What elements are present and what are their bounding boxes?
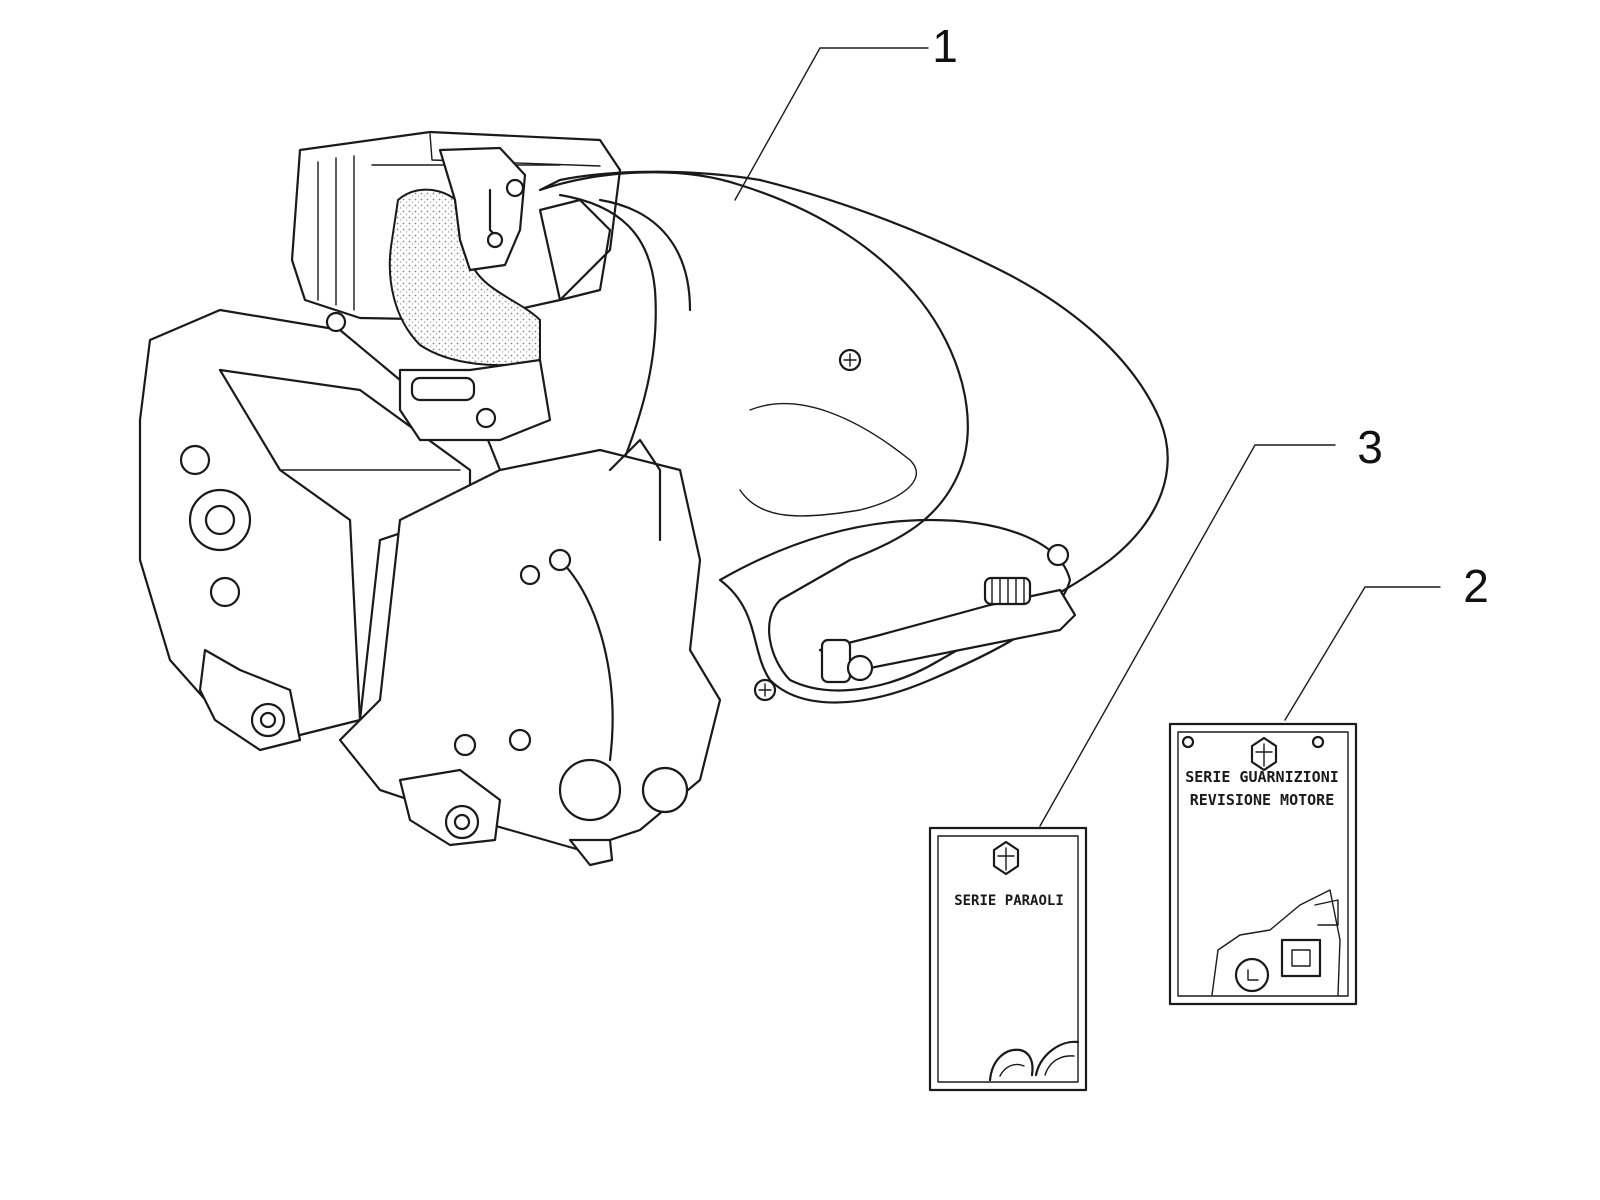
leader-line-2 bbox=[1284, 586, 1441, 721]
gasket-kit-title-line2: REVISIONE MOTORE bbox=[1190, 791, 1335, 809]
engine-assembly-drawing bbox=[138, 130, 1169, 867]
piaggio-logo-icon bbox=[992, 840, 1020, 876]
gasket-kit-card: SERIE GUARNIZIONI REVISIONE MOTORE bbox=[1168, 722, 1358, 1006]
leader-line-1 bbox=[734, 47, 929, 201]
oil-seal-kit-title: SERIE PARAOLI bbox=[954, 893, 1064, 909]
callout-number-1: 1 bbox=[932, 20, 958, 72]
air-box bbox=[538, 170, 1169, 704]
leader-line-3 bbox=[1039, 444, 1336, 827]
callout-number-2: 2 bbox=[1463, 560, 1489, 612]
oil-seal-kit-card: SERIE PARAOLI bbox=[928, 826, 1088, 1092]
leader-lines bbox=[734, 47, 1441, 827]
kick-start-lever bbox=[818, 543, 1077, 684]
gasket-kit-title-line1: SERIE GUARNIZIONI bbox=[1185, 768, 1339, 786]
card-hole-right bbox=[1311, 735, 1325, 749]
piaggio-logo-icon bbox=[1250, 736, 1278, 772]
gasket-illustration bbox=[1211, 889, 1341, 996]
callout-number-3: 3 bbox=[1357, 421, 1383, 473]
intake-manifold bbox=[388, 146, 541, 366]
card-hole-left bbox=[1181, 735, 1195, 749]
cylinder-studs bbox=[325, 311, 552, 442]
oil-seal-illustration bbox=[988, 1040, 1080, 1082]
crankcase-body bbox=[338, 438, 722, 852]
engine-mount-lugs bbox=[198, 648, 614, 867]
